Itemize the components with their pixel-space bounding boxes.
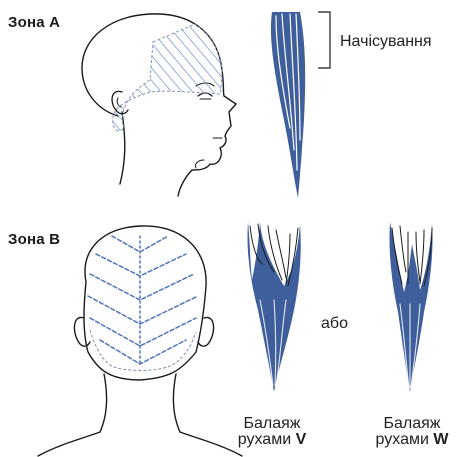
caption-w-letter: W bbox=[433, 431, 448, 448]
caption-v-prefix: рухами bbox=[238, 431, 296, 448]
strand-w bbox=[389, 222, 432, 392]
teasing-bracket bbox=[318, 12, 330, 68]
caption-w-prefix: рухами bbox=[376, 431, 434, 448]
zone-a-label: Зона А bbox=[8, 14, 60, 31]
strand-v bbox=[247, 222, 300, 392]
teasing-label: Начісування bbox=[340, 33, 432, 51]
caption-w: Балаяж рухами W bbox=[364, 416, 460, 448]
teasing-strand bbox=[271, 12, 305, 198]
caption-v-line2: рухами V bbox=[226, 432, 318, 448]
or-label: або bbox=[321, 315, 348, 333]
caption-w-line2: рухами W bbox=[364, 432, 460, 448]
caption-v-letter: V bbox=[296, 431, 307, 448]
caption-w-line1: Балаяж bbox=[364, 416, 460, 432]
zone-b-hairline bbox=[90, 330, 196, 371]
zone-b-label: Зона В bbox=[8, 231, 60, 248]
zone-b-chevrons bbox=[88, 236, 198, 366]
caption-v-line1: Балаяж bbox=[226, 416, 318, 432]
caption-v: Балаяж рухами V bbox=[226, 416, 318, 448]
zone-a-area bbox=[113, 24, 222, 131]
